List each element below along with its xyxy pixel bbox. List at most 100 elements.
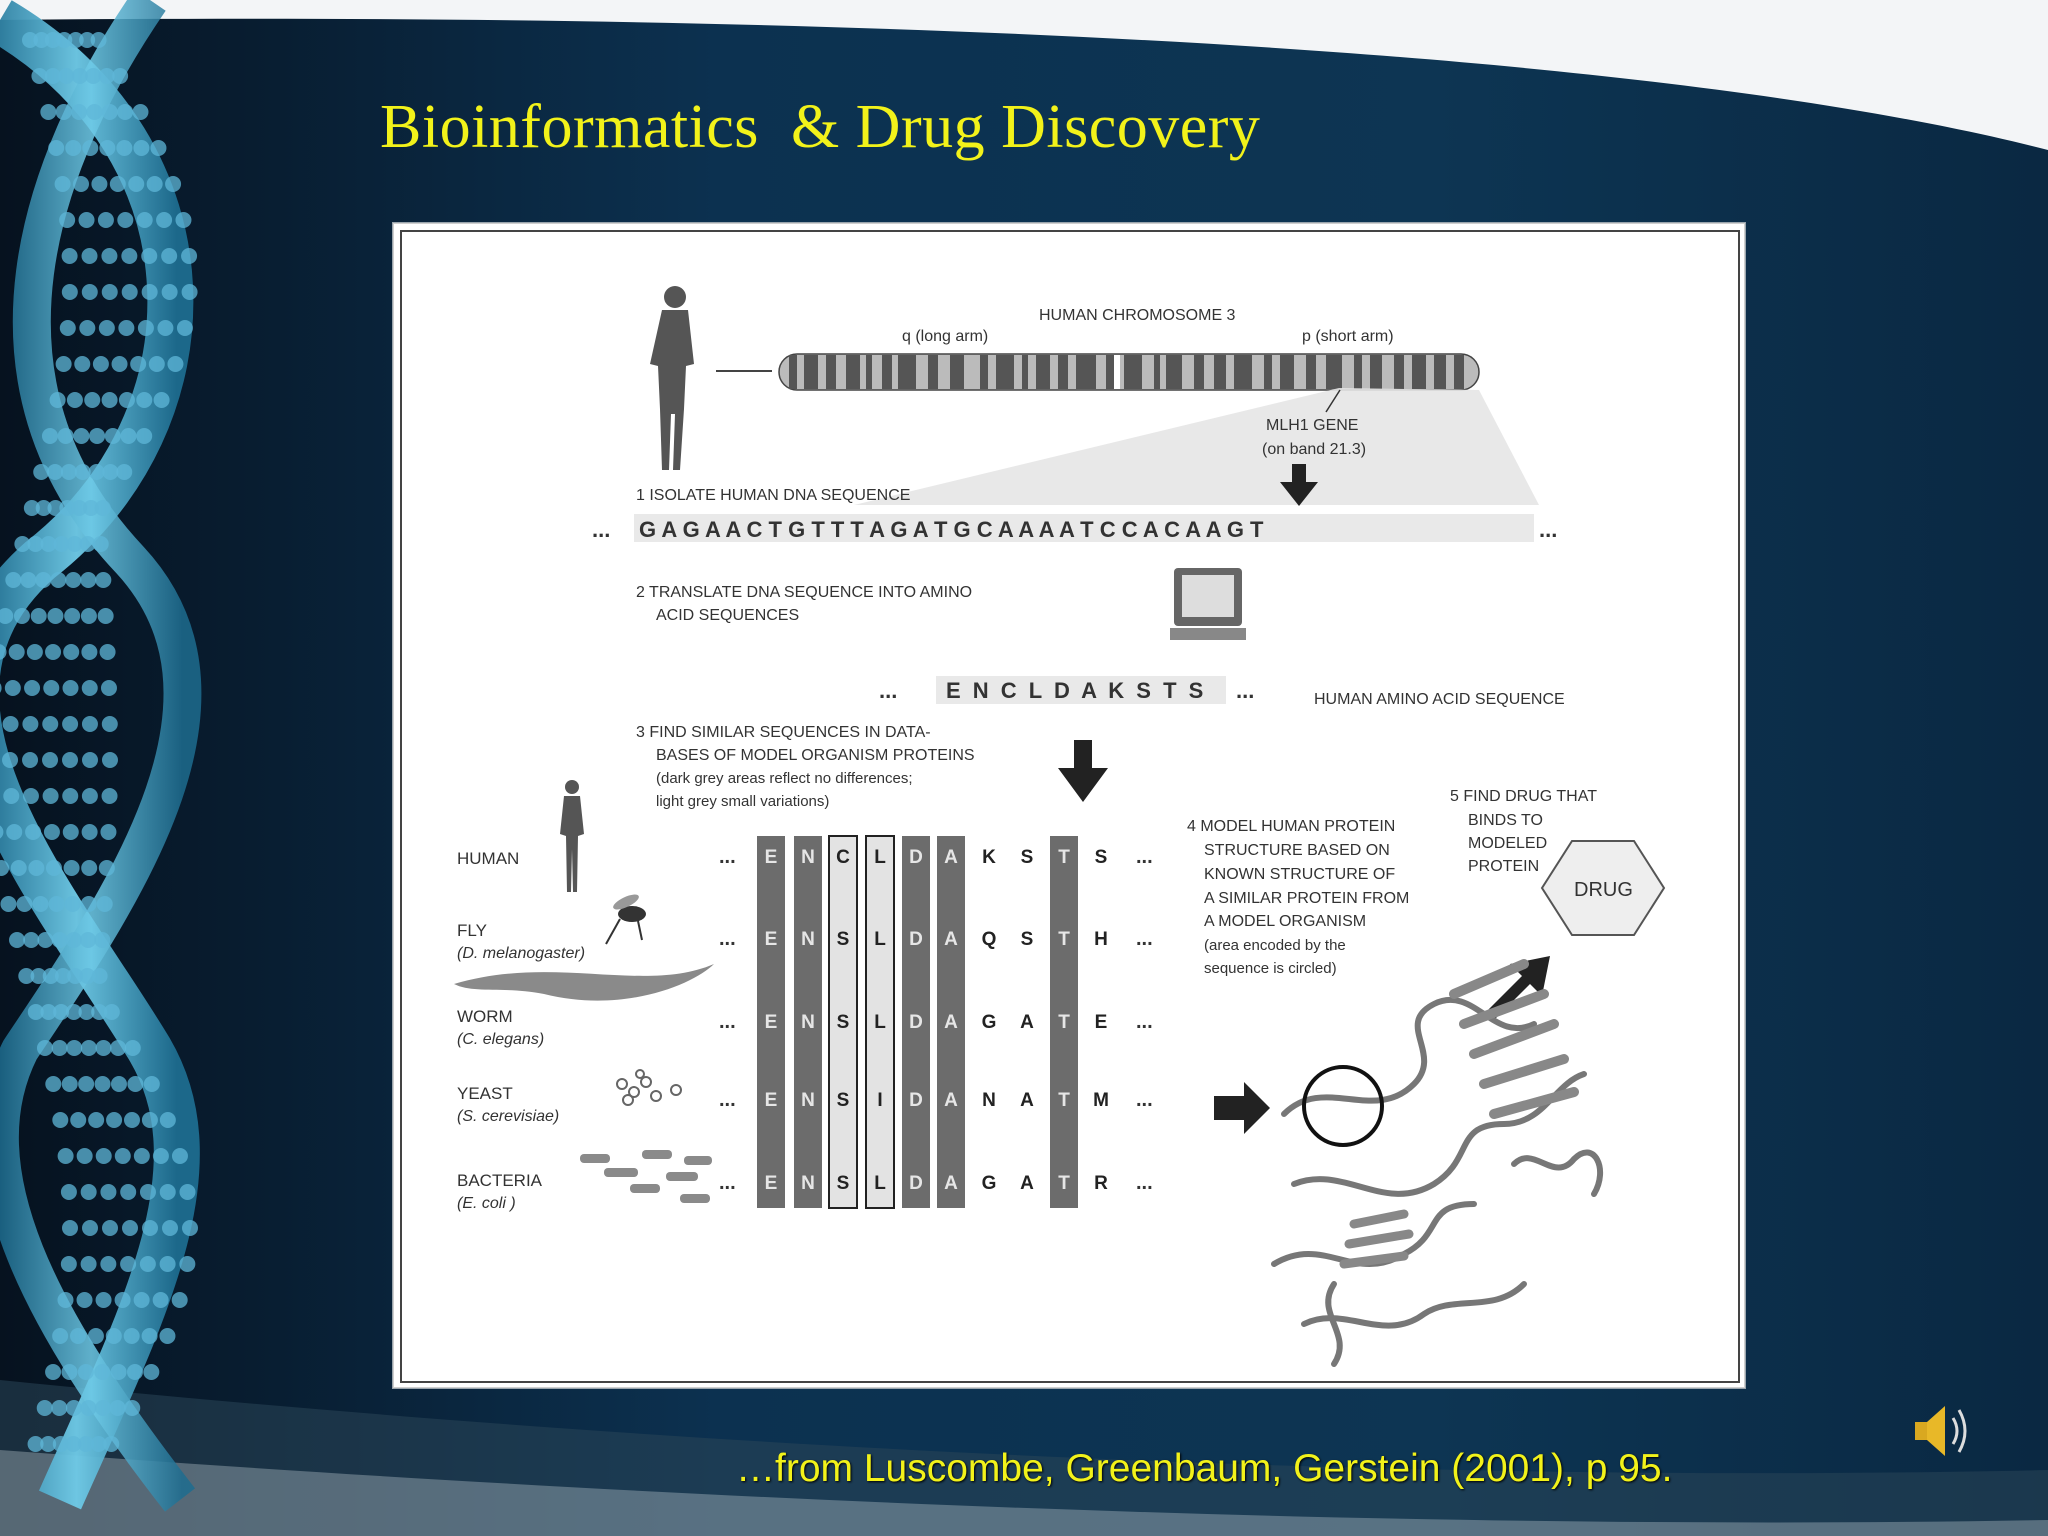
amino-acid-residue: D — [909, 1012, 923, 1033]
amino-acid-residue: L — [874, 847, 886, 868]
amino-acid-residue: Q — [982, 929, 997, 950]
speaker-icon[interactable] — [1905, 1396, 1975, 1466]
arrow-right-icon — [1214, 1082, 1270, 1134]
amino-acid-residue: E — [765, 1173, 778, 1194]
amino-acid-residue: N — [801, 1090, 815, 1111]
protein-structure-graphic — [1271, 959, 1604, 1367]
slide-title: Bioinformatics & Drug Discovery — [380, 93, 1261, 161]
slide-caption: …from Luscombe, Greenbaum, Gerstein (200… — [736, 1447, 1673, 1490]
step5-label-line4: PROTEIN — [1468, 858, 1539, 875]
dna-left-ellipsis: ... — [592, 517, 610, 542]
amino-acid-residue: S — [837, 929, 850, 950]
amino-acid-residue: S — [1095, 847, 1108, 868]
step1-label: 1 ISOLATE HUMAN DNA SEQUENCE — [636, 487, 910, 504]
organism-name: HUMAN — [457, 849, 519, 868]
step3-label-line2: BASES OF MODEL ORGANISM PROTEINS — [656, 747, 975, 764]
amino-acid-residue: E — [765, 847, 778, 868]
amino-acid-residue: T — [1058, 1012, 1070, 1033]
amino-acid-residue: T — [1058, 1173, 1070, 1194]
amino-acid-residue: N — [982, 1090, 996, 1111]
alignment-column — [828, 835, 858, 1209]
step5-label-line2: BINDS TO — [1468, 812, 1543, 829]
organism-name: FLY — [457, 921, 487, 940]
alignment-column — [794, 836, 822, 1208]
alignment-column — [757, 836, 785, 1208]
amino-acid-residue: K — [982, 847, 996, 868]
amino-acid-residue: T — [1058, 1090, 1070, 1111]
step5-label-line1: 5 FIND DRUG THAT — [1450, 788, 1597, 805]
amino-acid-residue: N — [801, 1173, 815, 1194]
drug-hexagon — [1540, 840, 1666, 936]
organism-species: (C. elegans) — [457, 1031, 544, 1048]
alignment-ellipsis: ... — [1136, 1172, 1153, 1194]
gene-band-label: (on band 21.3) — [1262, 441, 1366, 458]
amino-acid-residue: S — [1021, 929, 1034, 950]
human-silhouette-icon — [650, 286, 694, 470]
amino-acid-residue: E — [1095, 1012, 1108, 1033]
step5-label-line3: MODELED — [1468, 835, 1547, 852]
amino-acid-residue: D — [909, 1173, 923, 1194]
fly-icon — [605, 894, 646, 945]
chromosome-3-graphic — [778, 353, 1480, 391]
step3-label-line3: (dark grey areas reflect no differences; — [656, 770, 913, 787]
amino-acid-residue: S — [1021, 847, 1034, 868]
computer-icon — [1170, 568, 1246, 640]
amino-acid-residue: A — [944, 1173, 958, 1194]
bioinformatics-pipeline-diagram: HUMAN CHROMOSOME 3 q (long arm) p (short… — [454, 286, 1666, 1367]
dna-right-ellipsis: ... — [1539, 517, 1557, 542]
amino-acid-residue: S — [837, 1012, 850, 1033]
amino-acid-residue: E — [765, 1012, 778, 1033]
step3-label-line1: 3 FIND SIMILAR SEQUENCES IN DATA- — [636, 724, 931, 741]
alignment-column — [937, 836, 965, 1208]
amino-acid-residue: A — [944, 929, 958, 950]
step4-label-line2: STRUCTURE BASED ON — [1204, 842, 1390, 859]
organism-name: YEAST — [457, 1084, 513, 1103]
amino-acid-residue: S — [837, 1090, 850, 1111]
step4-label-line7: sequence is circled) — [1204, 960, 1337, 977]
chromosome-q-label: q (long arm) — [902, 328, 988, 345]
amino-acid-residue: L — [874, 1173, 886, 1194]
step4-label-line5: A MODEL ORGANISM — [1204, 913, 1366, 930]
gene-label: MLH1 GENE — [1266, 417, 1358, 434]
amino-acid-residue: T — [1058, 929, 1070, 950]
alignment-ellipsis: ... — [1136, 928, 1153, 950]
amino-acid-residue: D — [909, 847, 923, 868]
human-small-icon — [560, 780, 584, 892]
bacteria-icon — [580, 1150, 712, 1203]
organism-name: BACTERIA — [457, 1171, 543, 1190]
alignment-column — [902, 836, 930, 1208]
amino-acid-residue: D — [909, 1090, 923, 1111]
amino-acid-residue: M — [1093, 1090, 1109, 1111]
step4-label-line1: 4 MODEL HUMAN PROTEIN — [1187, 818, 1395, 835]
amino-acid-residue: H — [1094, 929, 1108, 950]
figure-border — [400, 230, 1740, 1383]
chromosome-p-label: p (short arm) — [1302, 328, 1394, 345]
alignment-column — [1050, 836, 1078, 1208]
worm-icon — [454, 964, 714, 1001]
amino-acid-residue: E — [765, 1090, 778, 1111]
organism-species: (D. melanogaster) — [457, 945, 585, 962]
amino-acid-residue: A — [944, 1090, 958, 1111]
organism-name: WORM — [457, 1007, 513, 1026]
dna-sequence: G A G A A C T G T T T A G A T G C A A A … — [639, 517, 1264, 542]
dna-helix-graphic — [0, 0, 202, 1512]
step2-label-line2: ACID SEQUENCES — [656, 607, 799, 624]
amino-acid-residue: N — [801, 847, 815, 868]
step2-label-line1: 2 TRANSLATE DNA SEQUENCE INTO AMINO — [636, 584, 972, 601]
step4-label-line4: A SIMILAR PROTEIN FROM — [1204, 890, 1409, 907]
amino-acid-residue: R — [1094, 1173, 1108, 1194]
drug-label: DRUG — [1574, 879, 1633, 901]
amino-acid-residue: L — [874, 929, 886, 950]
alignment-ellipsis: ... — [719, 1011, 736, 1033]
alignment-ellipsis: ... — [1136, 1089, 1153, 1111]
yeast-icon — [616, 1069, 682, 1106]
figure-panel: HUMAN CHROMOSOME 3 q (long arm) p (short… — [393, 223, 1745, 1388]
organism-labels: HUMAN FLY (D. melanogaster) WORM (C. ele… — [457, 849, 585, 1212]
amino-acid-residue: N — [801, 1012, 815, 1033]
amino-acid-residue: C — [836, 847, 850, 868]
alignment-ellipsis: ... — [719, 846, 736, 868]
amino-right-ellipsis: ... — [1236, 678, 1254, 703]
amino-acid-residue: S — [837, 1173, 850, 1194]
